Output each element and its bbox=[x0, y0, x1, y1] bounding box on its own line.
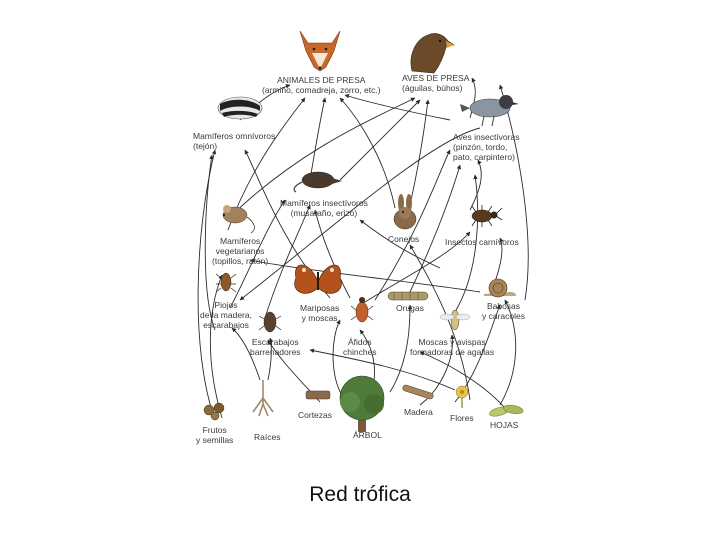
roots-icon bbox=[253, 380, 273, 416]
label-flowers: Flores bbox=[450, 413, 474, 423]
bark-icon bbox=[306, 391, 330, 399]
label-rabbits: Conejos bbox=[388, 234, 419, 244]
label-birds-of-prey: AVES DE PRESA (águilas, búhos) bbox=[402, 73, 469, 93]
label-slugs: Babosas y caracoles bbox=[482, 301, 525, 321]
leaves-icon bbox=[489, 404, 524, 418]
beetle-icon bbox=[351, 297, 373, 322]
label-insect-birds: Aves insectívoras (pinzón, tordo, pato, … bbox=[453, 132, 519, 162]
arrow-carnivores-birds bbox=[470, 160, 481, 210]
label-aphids: Áfidos chinches bbox=[343, 337, 377, 357]
label-bark: Cortezas bbox=[298, 410, 332, 420]
label-bark-beetles: Escarabajos barrenadores bbox=[250, 337, 301, 357]
tree-icon bbox=[340, 376, 384, 432]
arrow-birds-predators bbox=[345, 95, 450, 120]
label-carnivore-insects: Insectos carnívoros bbox=[445, 237, 519, 247]
snail-icon bbox=[484, 279, 516, 297]
label-veg-mammals: Mamíferos vegetarianos (topillos, ratón) bbox=[212, 236, 268, 266]
wood-icon bbox=[402, 384, 434, 400]
arrow-shrews-predators bbox=[310, 98, 325, 180]
rabbit-icon bbox=[394, 194, 416, 229]
label-woodlice: Piojos de la madera, escarabajos bbox=[200, 300, 252, 330]
label-tree: ÁRBOL bbox=[353, 430, 382, 440]
arrow-fruits-mice bbox=[210, 275, 222, 418]
label-caterpillars: Orugas bbox=[396, 303, 424, 313]
label-flies-wasps: Moscas y avispas formadoras de agallas bbox=[410, 337, 494, 357]
arrow-rabbits-birdsprey bbox=[410, 100, 428, 205]
mouse-icon bbox=[223, 205, 254, 233]
label-insect-mammals: Mamíferos insectívoros (musaraño, erizo) bbox=[280, 198, 368, 218]
flower-icon bbox=[456, 386, 468, 408]
fox-icon bbox=[300, 31, 340, 71]
label-predators: ANIMALES DE PRESA (armiño, comadreja, zo… bbox=[262, 75, 381, 95]
slide-caption: Red trófica bbox=[0, 483, 720, 507]
shrew-icon bbox=[294, 172, 342, 192]
eagle-icon bbox=[411, 33, 454, 73]
arrow-slugs-birdsprey bbox=[500, 85, 528, 300]
label-omnivores: Mamíferos omnívoros (tejón) bbox=[193, 131, 275, 151]
fruits-icon bbox=[204, 403, 224, 420]
label-leaves: HOJAS bbox=[490, 420, 518, 430]
caterpillar-icon bbox=[388, 292, 428, 300]
beetle-icon bbox=[259, 312, 281, 332]
beetle-icon bbox=[472, 205, 502, 227]
arrow-tree-caterpillars bbox=[390, 305, 410, 392]
label-wood: Madera bbox=[404, 407, 433, 417]
badger-icon bbox=[218, 97, 262, 119]
label-butterflies: Mariposas y moscas bbox=[300, 303, 339, 323]
wasp-icon bbox=[440, 310, 470, 330]
label-roots: Raíces bbox=[254, 432, 280, 442]
butterfly-icon bbox=[295, 265, 342, 293]
label-fruits: Frutos y semillas bbox=[196, 425, 233, 445]
